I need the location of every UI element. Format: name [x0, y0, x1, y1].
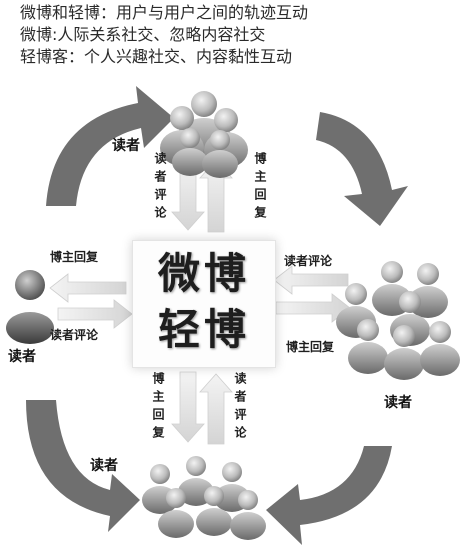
flow-label-bottom-comment: 读者评论: [233, 372, 247, 444]
flow-arrow-icon: [49, 273, 127, 303]
center-title-box: 微博 轻博: [132, 240, 276, 368]
user-group-icon: [160, 91, 248, 178]
flow-arrow-icon: [273, 265, 349, 295]
flow-label-left-reply: 博主回复: [50, 250, 99, 264]
flow-label-left-comment: 读者评论: [50, 328, 99, 342]
flow-label-top-reply: 博主回复: [253, 152, 267, 224]
curved-arrow-icon: [266, 446, 392, 545]
user-group-icon: [142, 456, 266, 540]
curved-arrow-icon: [26, 400, 140, 532]
single-user-icon: [6, 270, 54, 344]
header-line-1: 微博和轻博：用户与用户之间的轨迹互动: [20, 3, 309, 22]
header-line-3: 轻博客：个人兴趣社交、内容黏性互动: [20, 47, 293, 66]
flow-arrow-icon: [199, 373, 233, 445]
reader-label-right: 读者: [384, 395, 412, 411]
reader-label-left: 读者: [8, 349, 36, 365]
flow-label-right-reply: 博主回复: [286, 340, 335, 354]
curved-arrow-icon: [46, 86, 174, 206]
flow-label-right-comment: 读者评论: [284, 254, 333, 268]
flow-label-top-comment: 读者评论: [153, 152, 167, 224]
curved-arrow-icon: [316, 112, 408, 226]
flow-arrow-icon: [57, 299, 133, 329]
flow-label-bottom-reply: 博主回复: [151, 372, 165, 444]
reader-label-top: 读者: [112, 138, 140, 154]
header-text: 微博和轻博：用户与用户之间的轨迹互动 微博:人际关系社交、忽略内容社交 轻博客：…: [20, 2, 460, 68]
title-weibo: 微博: [157, 249, 250, 298]
user-group-icon: [336, 261, 460, 380]
reader-label-bottom: 读者: [90, 458, 118, 474]
flow-arrow-icon: [171, 371, 205, 443]
title-qingbo: 轻博: [157, 305, 250, 354]
header-line-2: 微博:人际关系社交、忽略内容社交: [20, 25, 266, 44]
